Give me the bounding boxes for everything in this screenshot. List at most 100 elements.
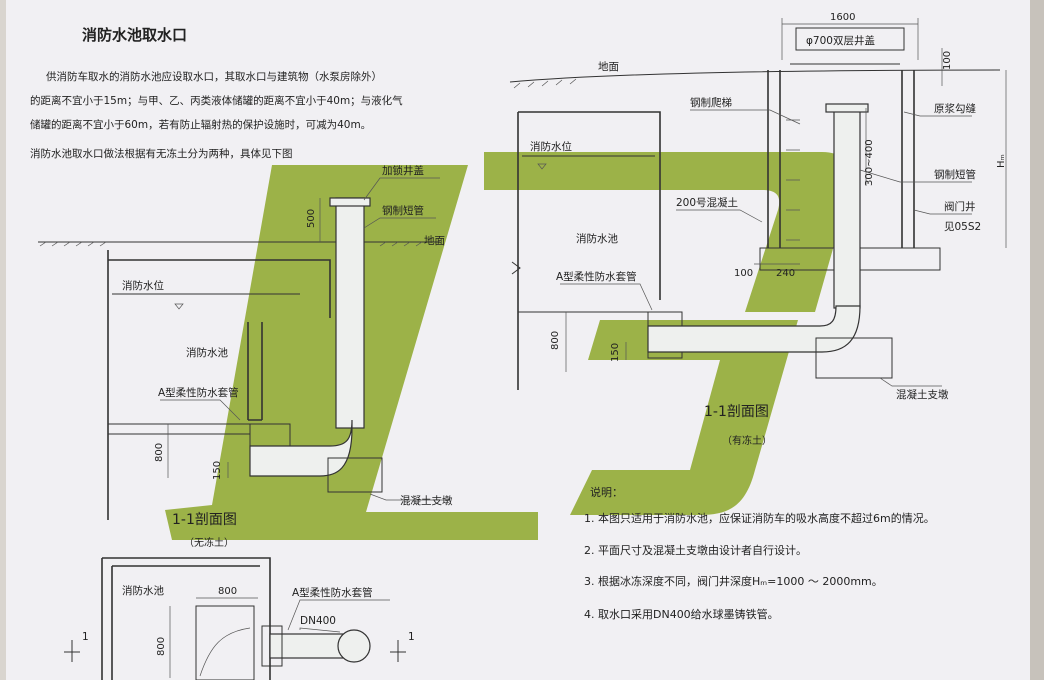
right-dim-300-400: 300~400 — [864, 139, 875, 186]
right-leader-sleeve — [560, 283, 653, 311]
right-label-short-pipe: 钢制短管 — [934, 168, 976, 181]
right-leader-support — [879, 377, 942, 387]
plan-dim-800-v: 800 — [156, 637, 167, 656]
right-label-sleeve: A型柔性防水套管 — [556, 270, 637, 283]
right-section-drawing: 1600 100 300~400 Hₘ — [509, 12, 1007, 390]
watermark-right-lower — [570, 320, 798, 515]
right-leader-short-pipe — [859, 169, 972, 183]
left-caption: 1-1剖面图 — [172, 512, 237, 528]
left-leader-support — [369, 493, 450, 501]
left-label-short-pipe: 钢制短管 — [382, 204, 424, 217]
right-dim-1600: 1600 — [830, 12, 855, 23]
right-label-joint: 原浆勾缝 — [934, 102, 976, 115]
right-caption: 1-1剖面图 — [704, 404, 769, 420]
left-dim-800: 800 — [154, 443, 165, 462]
right-label-tank: 消防水池 — [576, 232, 618, 245]
right-dim-100: 100 — [734, 268, 753, 279]
right-valve-well-walls — [767, 70, 915, 248]
right-leader-joint — [903, 111, 972, 117]
left-label-water-level: 消防水位 — [122, 279, 164, 292]
left-horizontal-pipe — [249, 419, 353, 477]
right-ground-hatch — [513, 78, 577, 89]
page-title: 消防水池取水口 — [82, 26, 187, 44]
right-support — [815, 337, 893, 379]
left-section-drawing: 500 800 150 — [38, 177, 450, 520]
right-label-support: 混凝土支墩 — [896, 388, 949, 401]
plan-label-tank: 消防水池 — [122, 584, 164, 597]
plan-cut-mark-left — [64, 640, 80, 662]
right-label-valve-well: 阀门井 — [944, 200, 976, 213]
right-cover-box — [795, 27, 905, 51]
right-label-ground: 地面 — [598, 60, 619, 73]
right-dim-800: 800 — [550, 331, 561, 350]
right-leader-ladder — [690, 109, 801, 125]
binding-edge — [1030, 0, 1044, 680]
left-subcaption: （无冻土） — [184, 536, 234, 549]
plan-cut-label-left: 1 — [82, 631, 89, 643]
plan-inlet-box — [195, 605, 255, 680]
plan-label-dn: DN400 — [300, 615, 336, 627]
right-dim-100-top: 100 — [942, 51, 953, 70]
left-leader-pipe — [363, 217, 436, 229]
left-cover — [329, 197, 371, 207]
intro-line-2: 的距离不宜小于15m；与甲、乙、丙类液体储罐的距离不宜小于40m；与液化气 — [30, 94, 403, 107]
right-label-ref: 见05S2 — [944, 221, 981, 233]
plan-cut-mark-right — [390, 640, 406, 662]
left-sleeve-wall — [247, 322, 263, 421]
plan-cut-label-right: 1 — [408, 631, 415, 643]
right-label-water-level: 消防水位 — [530, 140, 572, 153]
note-1: 1. 本图只适用于消防水池，应保证消防车的吸水高度不超过6m的情况。 — [584, 511, 935, 525]
right-tank-wall — [517, 111, 661, 390]
left-leader-cover — [363, 177, 440, 201]
right-label-ladder: 钢制爬梯 — [690, 96, 732, 109]
plan-leader-sleeve — [287, 599, 390, 631]
right-break-mark — [511, 261, 521, 275]
left-leader-sleeve — [160, 399, 241, 421]
plan-pipe-end — [337, 629, 371, 663]
left-dim-500: 500 — [306, 209, 317, 228]
left-riser-pipe — [335, 197, 365, 429]
left-label-cover: 加锁井盖 — [382, 164, 424, 177]
plan-label-sleeve: A型柔性防水套管 — [292, 586, 373, 599]
intro-line-1: 供消防车取水的消防水池应设取水口，其取水口与建筑物（水泵房除外） — [46, 70, 382, 83]
right-dim-hm: Hₘ — [996, 154, 1007, 168]
left-tank-wall — [107, 250, 331, 520]
left-label-sleeve: A型柔性防水套管 — [158, 386, 239, 399]
right-horizontal-pipe — [647, 305, 861, 353]
plan-tank-walls — [101, 557, 271, 680]
watermark-right-upper — [484, 152, 853, 312]
left-label-support: 混凝土支墩 — [400, 494, 453, 507]
note-3: 3. 根据冰冻深度不同，阀门井深度Hₘ=1000 ～ 2000mm。 — [584, 574, 883, 588]
intro-line-4: 消防水池取水口做法根据有无冻土分为两种，具体见下图 — [30, 147, 293, 160]
left-label-ground: 地面 — [424, 234, 445, 247]
notes-heading: 说明： — [590, 485, 623, 499]
right-leader-concrete — [676, 209, 763, 223]
plan-dim-800-h: 800 — [218, 586, 237, 597]
left-dim-150: 150 — [212, 461, 223, 480]
right-subcaption: （有冻土） — [722, 434, 772, 447]
right-dim-150: 150 — [610, 343, 621, 362]
right-ladder — [786, 119, 800, 241]
plan-inlet-curve — [199, 627, 251, 677]
plan-sleeve — [261, 625, 283, 667]
right-water-mark — [537, 163, 547, 170]
right-ground-line — [509, 69, 1001, 83]
right-leader-valve-well — [913, 209, 972, 215]
note-2: 2. 平面尺寸及混凝土支墩由设计者自行设计。 — [584, 543, 807, 557]
right-label-concrete: 200号混凝土 — [676, 196, 738, 209]
left-water-mark — [174, 303, 184, 310]
left-support — [327, 457, 383, 493]
intro-line-3: 储罐的距离不宜小于60m，若有防止辐射热的保护设施时，可减为40m。 — [30, 118, 371, 131]
plan-pipe — [269, 633, 345, 659]
right-dim-240: 240 — [776, 268, 795, 279]
plan-leader-dn — [299, 627, 341, 633]
left-label-tank: 消防水池 — [186, 346, 228, 359]
right-riser-pipe — [833, 107, 861, 309]
right-label-cover: φ700双层井盖 — [806, 34, 875, 47]
plan-view-drawing: 800 800 — [64, 557, 406, 680]
note-4: 4. 取水口采用DN400给水球墨铸铁管。 — [584, 607, 779, 621]
right-pipe-cap — [825, 103, 869, 113]
left-ground-hatch — [39, 241, 423, 247]
